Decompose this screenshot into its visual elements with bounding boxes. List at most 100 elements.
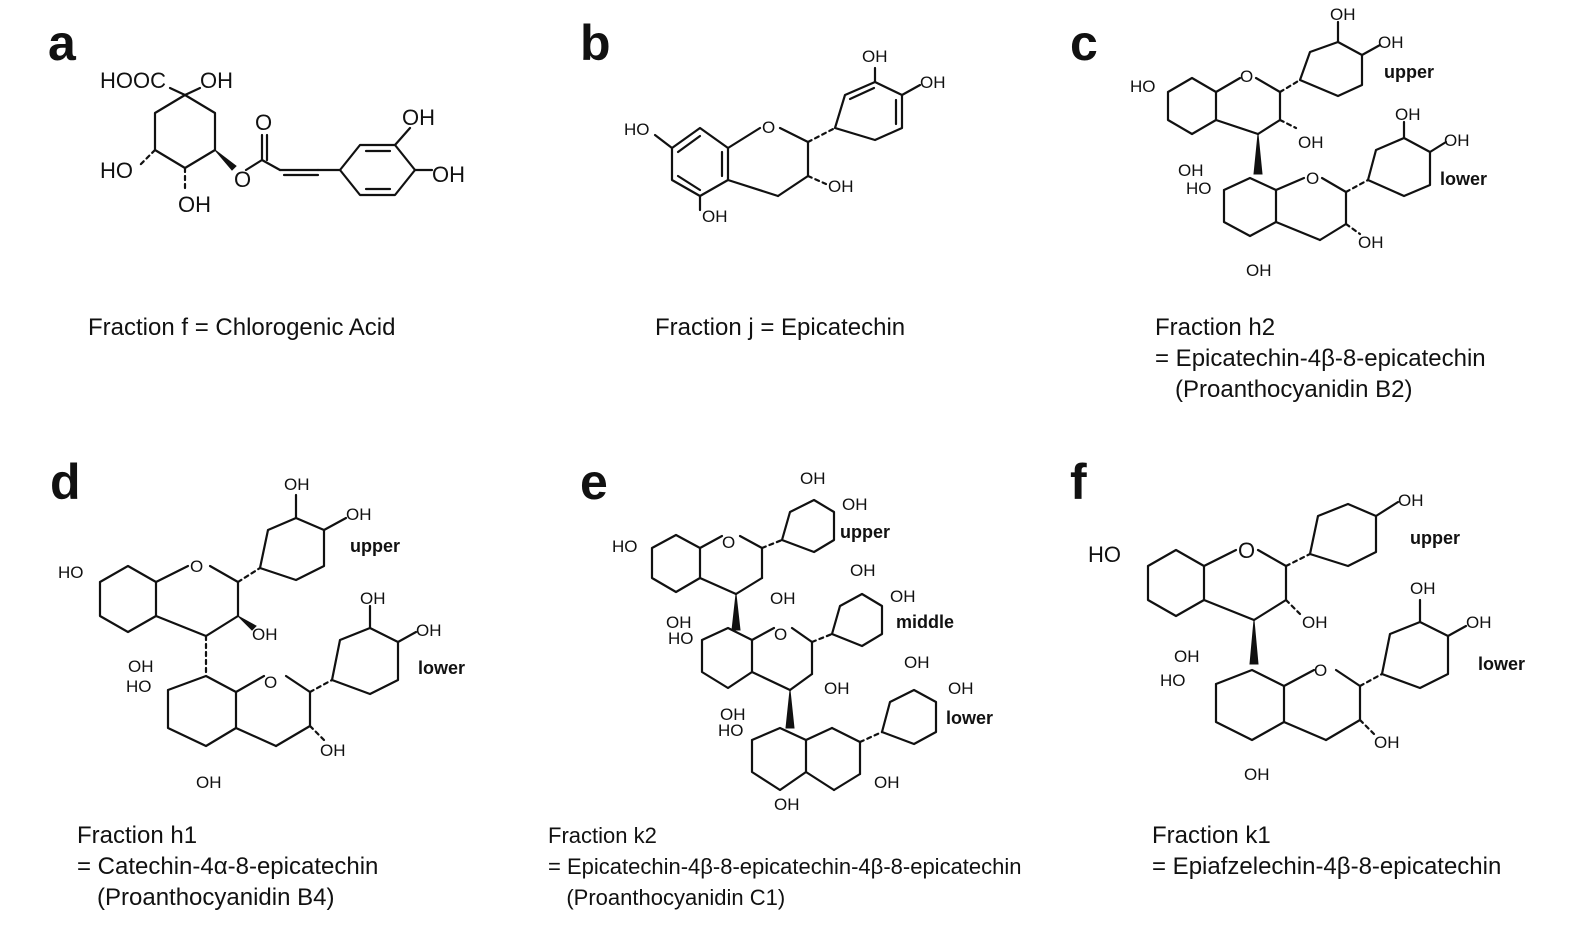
caption-line: Fraction k1 bbox=[1152, 822, 1271, 849]
oh-label: OH bbox=[178, 192, 211, 217]
oh-label: OH bbox=[874, 773, 900, 792]
caption-line: Fraction f = Chlorogenic Acid bbox=[88, 314, 396, 341]
ho-label: HO bbox=[1130, 77, 1156, 96]
o-label: O bbox=[762, 118, 775, 137]
oh-label: OH bbox=[200, 68, 233, 93]
oh-label: OH bbox=[770, 589, 796, 608]
upper-unit-label: upper bbox=[1384, 62, 1434, 82]
proanthocyanidin-b4-structure: HO O OH OH HO O OH OH OH OH OH OH upper … bbox=[58, 475, 465, 792]
o-label: O bbox=[264, 673, 277, 692]
ho-label: HO bbox=[1160, 671, 1186, 690]
caption-f: Fraction k1 = Epiafzelechin-4β-8-epicatec… bbox=[1152, 820, 1501, 882]
caption-line: (Proanthocyanidin C1) bbox=[548, 885, 786, 910]
oh-label: OH bbox=[702, 207, 728, 226]
oh-label: OH bbox=[920, 73, 946, 92]
panel-letter: b bbox=[580, 15, 611, 71]
oh-label: OH bbox=[842, 495, 868, 514]
oh-label: OH bbox=[252, 625, 278, 644]
o-label: O bbox=[722, 533, 735, 552]
oh-label: OH bbox=[1330, 5, 1356, 24]
upper-unit-label: upper bbox=[1410, 528, 1460, 548]
o-label: O bbox=[774, 625, 787, 644]
ho-label: HO bbox=[100, 158, 133, 183]
caption-line: = Epicatechin-4β-8-epicatechin-4β-8-epic… bbox=[548, 854, 1022, 879]
oh-label: OH bbox=[128, 657, 154, 676]
caption-line: = Epicatechin-4β-8-epicatechin bbox=[1155, 345, 1486, 372]
o-label: O bbox=[255, 110, 272, 135]
caption-line: Fraction k2 bbox=[548, 823, 657, 848]
oh-label: OH bbox=[720, 705, 746, 724]
panel-letter: d bbox=[50, 454, 81, 510]
upper-unit-label: upper bbox=[840, 522, 890, 542]
ho-label: HO bbox=[668, 629, 694, 648]
caption-d: Fraction h1= Catechin-4α-8-epicatechin (… bbox=[77, 820, 378, 913]
caption-line: = Epiafzelechin-4β-8-epicatechin bbox=[1152, 853, 1502, 880]
caption-e: Fraction k2 = Epicatechin-4β-8-epicatechi… bbox=[548, 820, 1022, 913]
o-label: O bbox=[1238, 538, 1255, 563]
caption-line: Fraction h1 bbox=[77, 822, 198, 849]
caption-b: Fraction j = Epicatechin bbox=[655, 312, 905, 343]
oh-label: OH bbox=[1178, 161, 1204, 180]
oh-label: OH bbox=[948, 679, 974, 698]
caption-line: Fraction h2 bbox=[1155, 314, 1276, 341]
o-label: O bbox=[190, 557, 203, 576]
hooc-label: HOOC bbox=[100, 68, 166, 93]
o-label: O bbox=[1306, 169, 1319, 188]
ho-label: HO bbox=[718, 721, 744, 740]
upper-unit-label: upper bbox=[350, 536, 400, 556]
panel-letter: a bbox=[48, 15, 76, 71]
caption-c: Fraction h2 = Epicatechin-4β-8-epicatechi… bbox=[1155, 312, 1486, 405]
oh-label: OH bbox=[1298, 133, 1324, 152]
proanthocyanidin-c1-structure: HO O OH OH HO O OH OH HO OH OH OH OH OH … bbox=[612, 469, 993, 814]
chlorogenic-acid-structure: HOOC OH HO OH O O OH OH bbox=[100, 68, 465, 217]
oh-label: OH bbox=[1410, 579, 1436, 598]
panel-letter: f bbox=[1070, 454, 1087, 510]
oh-label: OH bbox=[850, 561, 876, 580]
middle-unit-label: middle bbox=[896, 612, 954, 632]
oh-label: OH bbox=[1174, 647, 1200, 666]
caption-a: Fraction f = Chlorogenic Acid bbox=[88, 312, 396, 343]
oh-label: OH bbox=[774, 795, 800, 814]
oh-label: OH bbox=[1444, 131, 1470, 150]
oh-label: OH bbox=[402, 105, 435, 130]
oh-label: OH bbox=[346, 505, 372, 524]
ho-label: HO bbox=[1186, 179, 1212, 198]
ho-label: HO bbox=[58, 563, 84, 582]
oh-label: OH bbox=[1302, 613, 1328, 632]
ho-label: HO bbox=[1088, 542, 1121, 567]
panel-letter: e bbox=[580, 454, 608, 510]
lower-unit-label: lower bbox=[1478, 654, 1525, 674]
oh-label: OH bbox=[862, 47, 888, 66]
o-label: O bbox=[1240, 67, 1253, 86]
caption-line: (Proanthocyanidin B2) bbox=[1155, 376, 1413, 403]
oh-label: OH bbox=[828, 177, 854, 196]
caption-line: = Catechin-4α-8-epicatechin bbox=[77, 853, 379, 880]
oh-label: OH bbox=[890, 587, 916, 606]
oh-label: OH bbox=[1358, 233, 1384, 252]
oh-label: OH bbox=[824, 679, 850, 698]
oh-label: OH bbox=[284, 475, 310, 494]
oh-label: OH bbox=[196, 773, 222, 792]
oh-label: OH bbox=[1466, 613, 1492, 632]
caption-line: Fraction j = Epicatechin bbox=[655, 314, 906, 341]
oh-label: OH bbox=[320, 741, 346, 760]
oh-label: OH bbox=[1244, 765, 1270, 784]
proanthocyanidin-b2-structure: HO O OH OH HO O OH OH OH OH OH OH upper … bbox=[1130, 5, 1487, 280]
oh-label: OH bbox=[800, 469, 826, 488]
oh-label: OH bbox=[1395, 105, 1421, 124]
oh-label: OH bbox=[666, 613, 692, 632]
ho-label: HO bbox=[624, 120, 650, 139]
epicatechin-structure: HO O OH OH OH OH bbox=[624, 47, 946, 226]
o-label: O bbox=[1314, 661, 1327, 680]
ho-label: HO bbox=[612, 537, 638, 556]
panel-letter: c bbox=[1070, 15, 1098, 71]
lower-unit-label: lower bbox=[1440, 169, 1487, 189]
oh-label: OH bbox=[416, 621, 442, 640]
oh-label: OH bbox=[432, 162, 465, 187]
oh-label: OH bbox=[904, 653, 930, 672]
ho-label: HO bbox=[126, 677, 152, 696]
oh-label: OH bbox=[1246, 261, 1272, 280]
oh-label: OH bbox=[1378, 33, 1404, 52]
lower-unit-label: lower bbox=[946, 708, 993, 728]
